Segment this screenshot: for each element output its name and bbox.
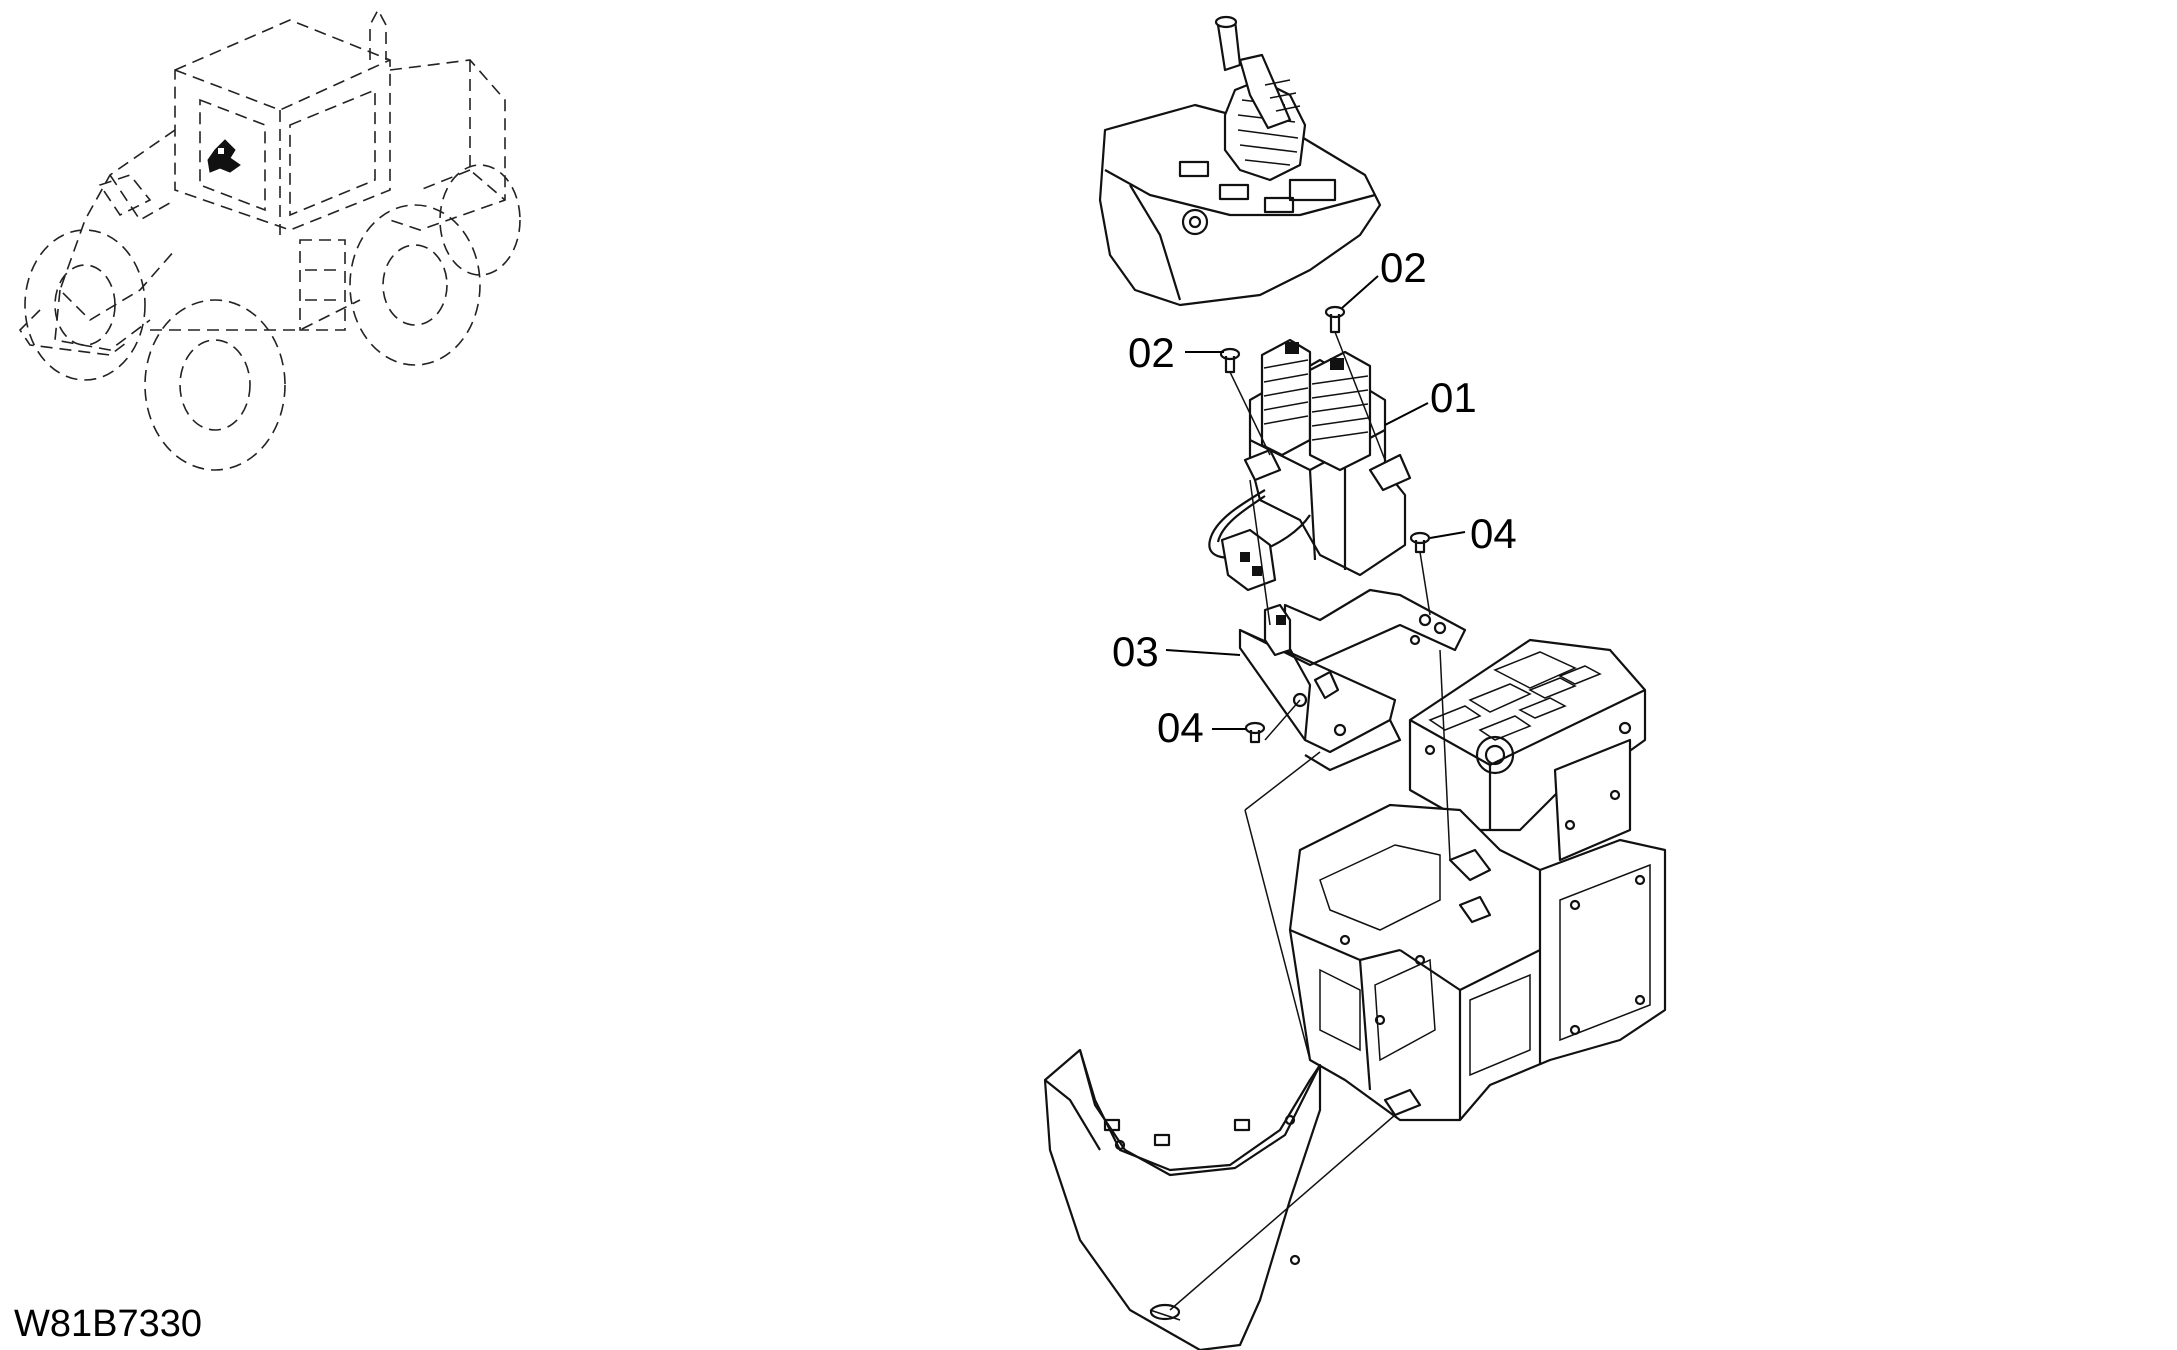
bolt-part-04-lower	[1244, 721, 1266, 744]
callout-labels: 01 02 02 03 04 04	[1112, 244, 1517, 751]
bracket-part-03	[1238, 588, 1467, 772]
callout-04-upper: 04	[1470, 510, 1517, 557]
pilot-valve-part-01	[1208, 338, 1412, 592]
assembly-guide-lines	[1169, 331, 1451, 1311]
joystick-cover-part	[1098, 15, 1382, 307]
loader-locator-view	[18, 8, 521, 471]
callout-03: 03	[1112, 628, 1159, 675]
callout-01: 01	[1430, 374, 1477, 421]
callout-04-lower: 04	[1157, 704, 1204, 751]
bolt-part-04-upper	[1409, 531, 1431, 554]
callout-leaders	[1165, 275, 1466, 730]
console-base-part	[1288, 638, 1667, 1122]
location-marker-icon	[207, 139, 241, 173]
bolt-part-02-right	[1324, 305, 1346, 334]
front-lower-cover-part	[1043, 1048, 1322, 1350]
callout-02-right: 02	[1380, 244, 1427, 291]
drawing-number: W81B7330	[14, 1303, 202, 1345]
callout-02-left: 02	[1128, 329, 1175, 376]
